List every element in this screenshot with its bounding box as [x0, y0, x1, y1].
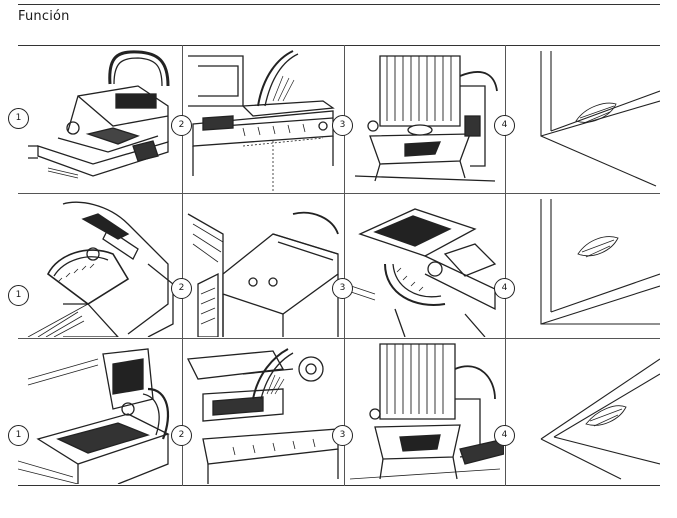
- step-3-badge: 3: [332, 115, 353, 136]
- angled-plate-icon: [345, 208, 497, 337]
- top-rule: [18, 4, 660, 5]
- row3-step1-cell: [18, 339, 181, 484]
- step-1-badge: 1: [8, 285, 29, 306]
- step-4-badge: 4: [494, 425, 515, 446]
- corner-joint-icon: [540, 199, 660, 325]
- row2-step2-cell: [183, 194, 343, 337]
- step-3-badge: 3: [332, 278, 353, 299]
- illustration-grid: 1 2 3 4 1 2 3 4 1 2 3 4: [8, 45, 660, 486]
- miter-joint-icon: [540, 358, 660, 480]
- fence-plate-icon: [354, 55, 498, 182]
- step-4-badge: 4: [494, 115, 515, 136]
- column-divider: [182, 45, 183, 486]
- page-title: Función: [18, 9, 70, 24]
- row2-step1-cell: [18, 194, 181, 337]
- row3-step2-cell: [183, 339, 343, 484]
- step-1-badge: 1: [8, 108, 29, 129]
- height-knob-closeup-icon: [186, 348, 339, 484]
- row-divider: [18, 338, 660, 339]
- column-divider: [505, 45, 506, 486]
- row3-step3-cell: [345, 339, 504, 484]
- row-divider: [18, 193, 660, 194]
- step-1-badge: 1: [8, 425, 29, 446]
- angle-scale-closeup-icon: [188, 50, 335, 191]
- grid-bottom-border: [18, 485, 660, 486]
- fence-plate-icon: [349, 343, 504, 480]
- row2-step3-cell: [345, 194, 504, 337]
- row1-step2-cell: [183, 46, 343, 192]
- row1-step4-cell: [506, 46, 660, 192]
- butt-joint-icon: [540, 51, 660, 187]
- tilted-fence-icon: [27, 201, 174, 337]
- step-3-badge: 3: [332, 425, 353, 446]
- fence-angle-closeup-icon: [187, 211, 339, 337]
- miter-cut-icon: [18, 348, 170, 484]
- row1-step3-cell: [345, 46, 504, 192]
- step-4-badge: 4: [494, 278, 515, 299]
- grid-top-border: [18, 45, 660, 46]
- biscuit-jointer-icon: [28, 50, 170, 179]
- step-2-badge: 2: [171, 425, 192, 446]
- row3-step4-cell: [506, 339, 660, 484]
- row1-step1-cell: [18, 46, 181, 192]
- column-divider: [344, 45, 345, 486]
- step-2-badge: 2: [171, 278, 192, 299]
- step-2-badge: 2: [171, 115, 192, 136]
- row2-step4-cell: [506, 194, 660, 337]
